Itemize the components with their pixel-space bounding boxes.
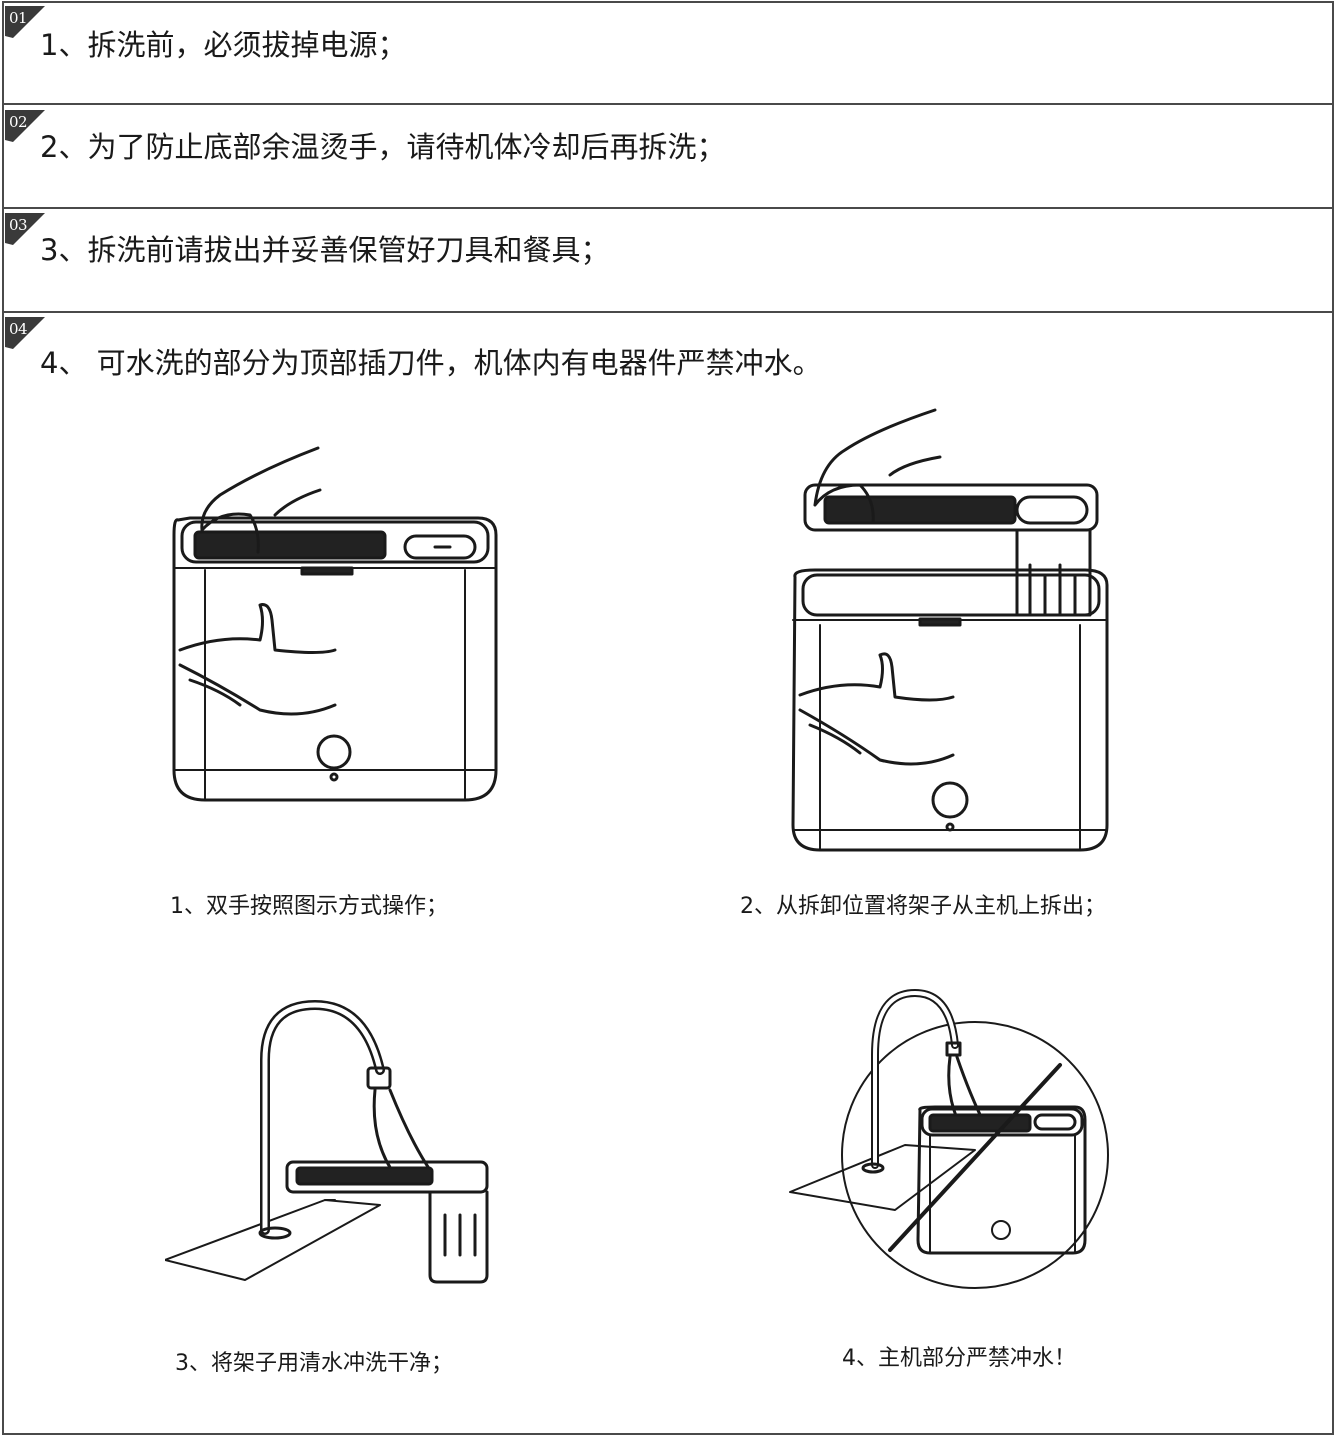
step-badge-03: 03: [5, 213, 45, 249]
step-badge-04: 04: [5, 317, 45, 353]
step-text-2: 2、为了防止底部余温烫手，请待机体冷却后再拆洗；: [40, 130, 726, 164]
badge-shape-icon: [5, 110, 45, 142]
figure-1-illustration: [172, 446, 498, 802]
separator-1: [2, 103, 1334, 105]
figure-3-illustration: [165, 1000, 489, 1284]
badge-shape-icon: [5, 6, 45, 38]
separator-2: [2, 207, 1334, 209]
badge-shape-icon: [5, 317, 45, 349]
figure-1-caption: 1、双手按照图示方式操作；: [170, 894, 448, 919]
figure-3-caption: 3、将架子用清水冲洗干净；: [175, 1351, 453, 1376]
step-badge-01: 01: [5, 6, 45, 42]
figure-4-illustration: [789, 989, 1109, 1289]
badge-shape-icon: [5, 213, 45, 245]
figure-2-caption: 2、从拆卸位置将架子从主机上拆出；: [740, 894, 1106, 919]
figure-4-caption: 4、主机部分严禁冲水！: [842, 1346, 1076, 1371]
figure-2-illustration: [791, 408, 1109, 852]
separator-3: [2, 311, 1334, 313]
step-text-1: 1、拆洗前，必须拔掉电源；: [40, 28, 407, 62]
step-text-4: 4、 可水洗的部分为顶部插刀件，机体内有电器件严禁冲水。: [40, 346, 822, 380]
step-badge-02: 02: [5, 110, 45, 146]
step-text-3: 3、拆洗前请拔出并妥善保管好刀具和餐具；: [40, 233, 610, 267]
